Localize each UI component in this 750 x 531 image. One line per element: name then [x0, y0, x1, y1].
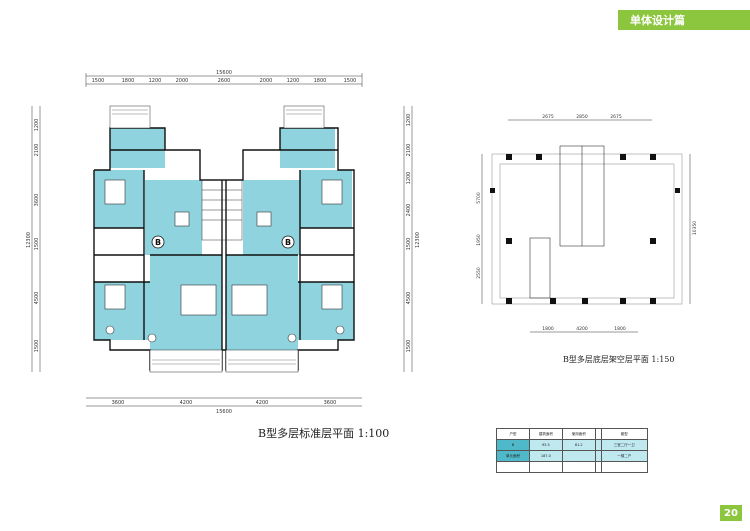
room-fills [94, 128, 354, 350]
top-dimension-chain [85, 73, 363, 87]
right-dim-2: 2100 [406, 144, 412, 157]
top-dim-labels: 1500 1800 1200 2000 2600 2000 1200 1800 … [92, 78, 357, 84]
section-title-tag: 单体设计篇 [618, 10, 750, 30]
left-total: 12300 [26, 232, 32, 248]
table-cell: 三室二厅一卫 [600, 439, 649, 451]
furniture [104, 179, 345, 343]
right-dim-3: 1200 [406, 172, 412, 185]
page-number-text: 20 [724, 507, 738, 519]
small-plan-caption: B型多层底层架空层平面 1:150 [563, 355, 675, 364]
ground-floor-plan: 2675 2850 2675 5700 1950 2550 10350 1800… [476, 114, 698, 333]
small-bottom-dim-1: 1800 [542, 326, 554, 332]
table-row: B 93.5 81.2 三室二厅一卫 [496, 439, 649, 451]
table-header-cell: 建筑面积 [528, 428, 563, 440]
bottom-dim-4: 3600 [324, 400, 337, 406]
bottom-dim-3: 4200 [256, 400, 269, 406]
table-cell: 单元面积 [496, 450, 530, 462]
top-dim-3: 1200 [149, 78, 162, 84]
table-cell: B [496, 439, 530, 451]
small-left-dim-1: 5700 [476, 192, 482, 204]
page-number: 20 [720, 505, 742, 521]
top-dim-4: 2000 [176, 78, 189, 84]
small-top-dim-2: 2850 [576, 114, 588, 120]
main-plan-caption: B型多层标准层平面 1:100 [258, 427, 390, 440]
right-dim-1: 1200 [406, 114, 412, 127]
small-left-dim-2: 1950 [476, 234, 482, 246]
table-cell: 一梯二户 [600, 450, 649, 462]
table-cell: 187.0 [528, 450, 563, 462]
bottom-total-dim: 15600 [216, 409, 232, 415]
right-total: 12300 [415, 232, 421, 248]
right-dim-6: 4500 [406, 292, 412, 305]
section-title: 单体设计篇 [630, 14, 685, 27]
bottom-dim-1: 3600 [112, 400, 125, 406]
left-dim-6: 1500 [34, 340, 40, 353]
small-left-dim-3: 2550 [476, 267, 482, 279]
columns [490, 154, 680, 304]
left-dim-1: 1200 [34, 119, 40, 132]
bottom-dim-2: 4200 [180, 400, 193, 406]
table-row [496, 461, 649, 473]
top-dim-6: 2000 [260, 78, 273, 84]
top-dim-1: 1500 [92, 78, 105, 84]
left-dim-4: 1500 [34, 238, 40, 251]
unit-label-left: B [155, 238, 161, 247]
stair-core [201, 179, 243, 241]
bottom-dim-labels: 3600 4200 4200 3600 15600 [112, 400, 337, 415]
small-top-dim-1: 2675 [542, 114, 554, 120]
balconies [109, 105, 325, 373]
top-dim-7: 1200 [287, 78, 300, 84]
right-dim-4: 2400 [406, 204, 412, 217]
top-dim-8: 1800 [314, 78, 327, 84]
table-header-cell: 使用面积 [561, 428, 596, 440]
table-header-cell: 户型 [496, 428, 530, 440]
table-cell: 81.2 [561, 439, 596, 451]
left-dim-labels: 1200 2100 3600 1500 4500 1500 12300 [26, 119, 40, 353]
right-dim-5: 1500 [406, 238, 412, 251]
right-dim-7: 1500 [406, 340, 412, 353]
unit-markers: B B [151, 235, 295, 249]
table-header-cell: 套型 [600, 428, 649, 440]
top-total-dim: 15600 [216, 70, 232, 76]
small-bottom-dim-3: 1800 [614, 326, 626, 332]
table-cell: 93.5 [528, 439, 563, 451]
table-row: 单元面积 187.0 一梯二户 [496, 450, 649, 462]
area-table: 户型 建筑面积 使用面积 套型 B 93.5 81.2 三室二厅一卫 单元面积 … [496, 428, 649, 473]
small-bottom-dim-2: 4200 [576, 326, 588, 332]
unit-label-right: B [285, 238, 291, 247]
top-dim-2: 1800 [122, 78, 135, 84]
table-cell [561, 450, 596, 462]
walls [93, 127, 355, 371]
top-dim-9: 1500 [344, 78, 357, 84]
right-dim-labels: 1200 2100 1200 2400 1500 4500 1500 12300 [406, 114, 421, 353]
top-dim-5: 2600 [218, 78, 231, 84]
table-header-row: 户型 建筑面积 使用面积 套型 [496, 428, 649, 440]
left-dim-5: 4500 [34, 292, 40, 305]
left-dim-3: 3600 [34, 194, 40, 207]
small-right-total: 10350 [692, 221, 698, 235]
left-dim-2: 2100 [34, 144, 40, 157]
small-top-dim-3: 2675 [610, 114, 622, 120]
